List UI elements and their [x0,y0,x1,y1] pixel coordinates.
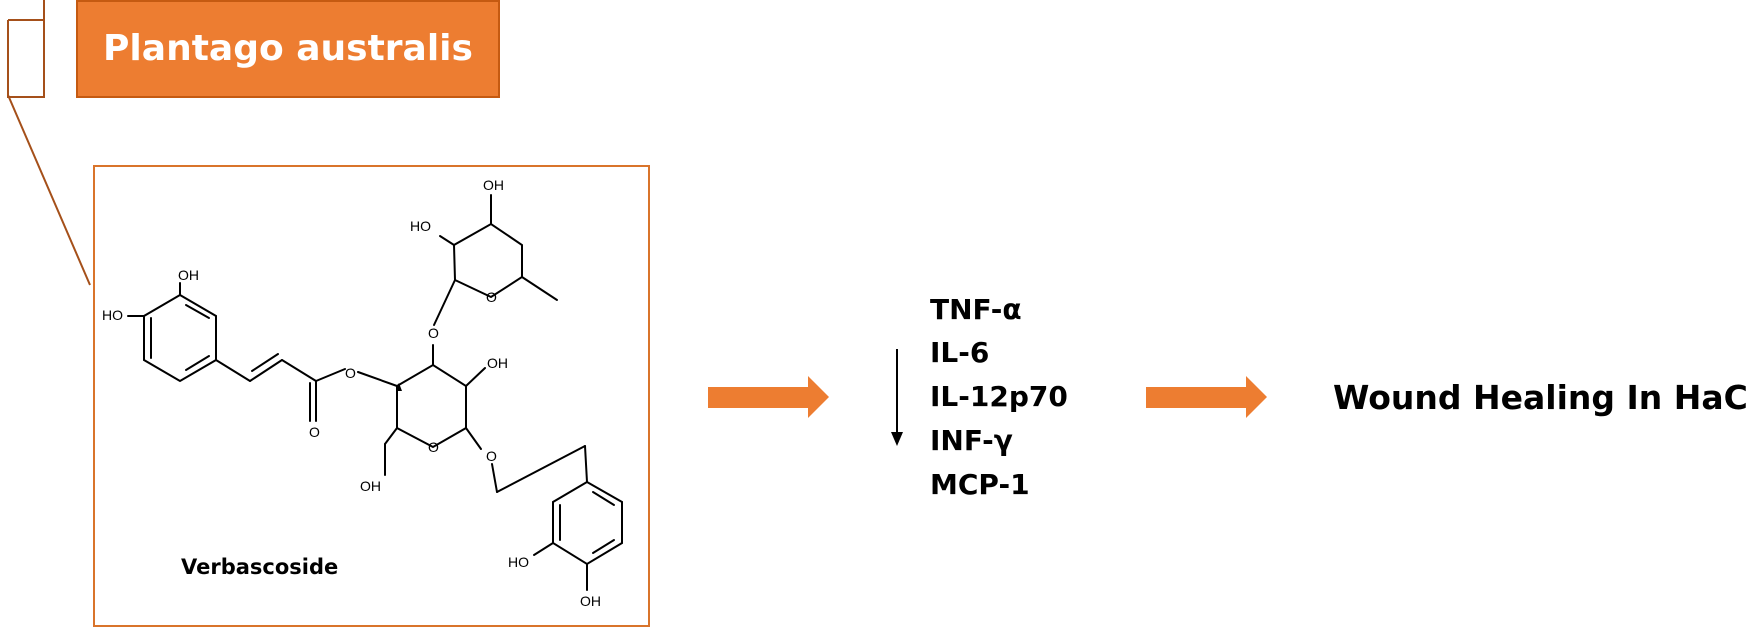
compound-name: Verbascoside [181,555,338,579]
decrease-arrow [891,349,903,446]
rhamnose-oh-top: OH [483,177,504,193]
cytokine-list: TNF-α IL-6 IL-12p70 INF-γ MCP-1 [930,293,1068,501]
hydroxytyrosol-ring [491,445,623,591]
compound-box [93,165,650,627]
plant-callout-bracket [7,0,91,286]
plant-title: Plantago australis [103,28,473,69]
cytokine-item: INF-γ [930,424,1013,457]
plant-title-box: Plantago australis [76,0,500,98]
glucose-ring [357,344,486,476]
glucose-ring-o: O [428,439,439,455]
propenoyl-chain [215,353,346,422]
outcome-text: Wound Healing In HaCat [1333,378,1748,417]
glycosidic-o: O [486,448,497,464]
cytokine-item: MCP-1 [930,468,1030,501]
cytokine-item: TNF-α [930,293,1022,326]
arrow-cytokines-to-outcome [1146,376,1267,418]
verbascoside-structure: OH HO O O O OH OH O O [102,177,623,609]
rhamnose-ring [433,194,558,326]
ester-o: O [345,365,356,381]
arrow-compound-to-cytokines [708,376,829,418]
hydroxytyrosol-oh: OH [580,593,601,609]
caffeoyl-ho-left: HO [102,307,123,323]
caffeoyl-oh-top: OH [178,267,199,283]
hydroxytyrosol-ho: HO [508,554,529,570]
glucose-oh-bottom: OH [360,478,381,494]
rhamnose-ho-left: HO [410,218,431,234]
cytokine-item: IL-12p70 [930,380,1068,413]
rhamnose-ring-o: O [486,289,497,305]
carbonyl-o: O [309,424,320,440]
caffeoyl-ring [127,282,217,383]
rhamnose-link-o: O [428,325,439,341]
glucose-oh-right: OH [487,355,508,371]
cytokine-item: IL-6 [930,336,989,369]
